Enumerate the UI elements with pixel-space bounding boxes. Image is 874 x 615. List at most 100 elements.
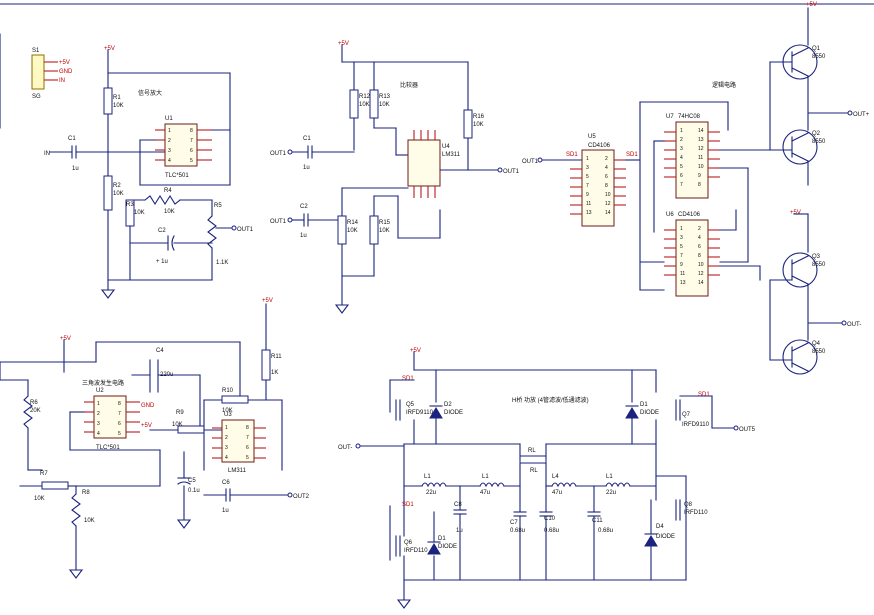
svg-text:14: 14 xyxy=(605,210,611,216)
bridge-net-3: SD1 xyxy=(402,502,414,508)
r5-label: R5 xyxy=(214,203,222,209)
c11-value: 0.68u xyxy=(598,528,613,534)
c4-label: C4 xyxy=(156,348,164,354)
svg-text:4: 4 xyxy=(225,455,228,461)
bridge-vcc: +5V xyxy=(410,348,421,354)
svg-text:5: 5 xyxy=(118,431,121,437)
d1-top-part: DIODE xyxy=(640,410,659,416)
l3-value: 47u xyxy=(552,490,562,496)
r8-value: 10K xyxy=(84,518,95,524)
c1-label: C1 xyxy=(68,136,76,142)
u2-part: TLC*501 xyxy=(96,445,120,451)
comparator-title: 比较器 xyxy=(400,81,418,89)
rl-ref: RL xyxy=(528,448,536,454)
d4-part: DIODE xyxy=(656,534,675,540)
comparator-block: 比较器 +5V R12 10K R13 10K OUT1 C1 1u OUT1 … xyxy=(270,41,520,314)
svg-text:6: 6 xyxy=(246,445,249,451)
c6-value: 1u xyxy=(222,508,229,514)
svg-text:8: 8 xyxy=(246,425,249,431)
r14-value: 10K xyxy=(347,228,358,234)
trigger-title: 三角波发生电路 xyxy=(82,379,124,387)
svg-text:1: 1 xyxy=(680,226,683,232)
q1-part: 8550 xyxy=(812,54,826,60)
svg-text:2: 2 xyxy=(168,138,171,144)
r9-label: R9 xyxy=(176,410,184,416)
r13-value: 10K xyxy=(379,102,390,108)
u2-ref: U2 xyxy=(96,388,104,394)
svg-text:7: 7 xyxy=(680,253,683,259)
switch-pin-1: +5V xyxy=(59,60,70,66)
l1-ref: L1 xyxy=(424,474,431,480)
driver-block: +5V Q1 8550 OUT+ Q2 8550 +5V Q3 8550 xyxy=(759,2,870,375)
ic-u4 xyxy=(407,139,441,187)
u2-vcc: +5V xyxy=(141,423,152,429)
svg-text:7: 7 xyxy=(190,138,193,144)
q8-ref: Q8 xyxy=(684,502,693,508)
u7-part: 74HC08 xyxy=(678,114,701,120)
u2-gnd: GND xyxy=(141,403,155,409)
preamp-vcc: +5V xyxy=(104,46,115,52)
c2-value: + 1u xyxy=(156,259,168,265)
switch-s1: S1 +5V GND IN SG xyxy=(31,48,73,100)
comp-c2-value: 1u xyxy=(300,233,307,239)
svg-text:5: 5 xyxy=(586,174,589,180)
transistor-q3 xyxy=(782,252,818,288)
u1-ref: U1 xyxy=(165,116,173,122)
l2-value: 47u xyxy=(480,490,490,496)
svg-text:2: 2 xyxy=(605,156,608,162)
c2-label: C2 xyxy=(158,228,166,234)
c10-label: C10 xyxy=(544,516,556,522)
bridge-net-2: SD1 xyxy=(698,392,710,398)
r11-label: R11 xyxy=(271,354,282,360)
svg-text:5: 5 xyxy=(246,455,249,461)
resistor-r1 xyxy=(103,87,113,115)
svg-text:11: 11 xyxy=(586,201,591,207)
svg-text:6: 6 xyxy=(698,244,701,250)
diode-d1-top xyxy=(625,407,639,419)
r2-label: R2 xyxy=(113,183,121,189)
l1-value: 22u xyxy=(426,490,436,496)
q3-part: 8550 xyxy=(812,262,826,268)
preamp-title: 信号放大 xyxy=(138,89,162,97)
svg-text:13: 13 xyxy=(698,137,704,143)
svg-text:6: 6 xyxy=(605,174,608,180)
svg-text:6: 6 xyxy=(680,173,683,179)
q8-part: IRFD110 xyxy=(684,510,708,516)
q2-part: 8550 xyxy=(812,139,826,145)
r6-value: 20K xyxy=(30,408,41,414)
svg-text:7: 7 xyxy=(680,182,683,188)
r16-label: R16 xyxy=(473,114,485,120)
preamp-in: IN xyxy=(44,151,50,157)
resistor-r7 xyxy=(41,481,69,490)
r15-label: R15 xyxy=(379,220,391,226)
u6-part: CD4106 xyxy=(678,212,701,218)
svg-text:7: 7 xyxy=(246,435,249,441)
ic-u6 xyxy=(675,219,709,297)
r12-label: R12 xyxy=(359,94,371,100)
r2-value: 10K xyxy=(113,191,124,197)
r7-label: R7 xyxy=(40,471,48,477)
rl-mark: RL xyxy=(530,468,538,474)
r1-label: R1 xyxy=(113,95,121,101)
r3-label: R3 xyxy=(126,202,134,208)
r1-value: 10K xyxy=(113,103,124,109)
svg-text:2: 2 xyxy=(698,226,701,232)
trigger-block: 三角波发生电路 +5V R6 20K R7 10K R8 10K U2 12 3 xyxy=(0,298,310,579)
svg-text:14: 14 xyxy=(698,280,704,286)
d2-ref: D2 xyxy=(444,402,452,408)
svg-text:13: 13 xyxy=(586,210,592,216)
c8-label: C8 xyxy=(454,502,462,508)
svg-text:8: 8 xyxy=(190,128,193,134)
svg-text:3: 3 xyxy=(680,146,683,152)
svg-text:10: 10 xyxy=(698,164,704,170)
svg-text:4: 4 xyxy=(97,431,100,437)
resistor-r10 xyxy=(221,395,249,404)
c7-label: C7 xyxy=(510,520,518,526)
bridge-out-s: OUT5 xyxy=(739,427,756,433)
bridge-net-1: SD1 xyxy=(402,376,414,382)
c10-value: 0.68u xyxy=(544,528,559,534)
driver-vcc-2: +5V xyxy=(790,210,801,216)
svg-text:5: 5 xyxy=(190,158,193,164)
svg-text:1: 1 xyxy=(680,128,683,134)
